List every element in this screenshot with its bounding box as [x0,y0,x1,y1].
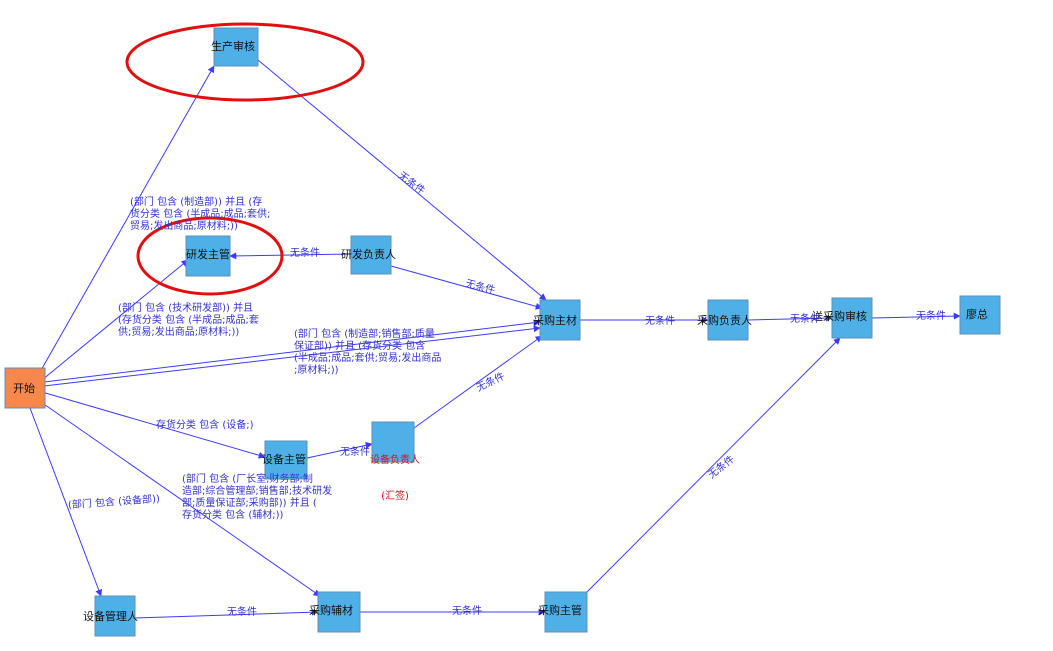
node-rd-supervisor[interactable] [185,235,231,277]
highlight-circle-rd [136,216,284,296]
edge-send-review-to-ledger [871,312,961,320]
condition-label-5: (部门 包含 (厂长室;财务部;制 造部;综合管理部;销售部;技术研发 部;质量… [182,474,333,521]
node-purchase-aux-label: 采购辅材 [309,604,353,617]
edge-start-to-equipment-supervisor [41,391,266,459]
node-equipment-head[interactable] [371,421,415,463]
edge-start-to-purchase-main-cond2 [43,319,541,383]
node-ledger[interactable] [959,295,1001,335]
node-purchase-main[interactable] [539,299,581,341]
node-purchase-aux[interactable] [317,591,361,633]
node-rd-head[interactable] [350,235,392,275]
condition-label-1: (部门 包含 (制造部)) 并且 (存 货分类 包含 (半成品;成品;套供; 贸… [130,197,271,232]
edge-start-to-purchase-main-cond3 [43,325,541,387]
condition-label-3: (部门 包含 (制造部;销售部;质量 保证部)) 并且 (存货分类 包含 (半成… [294,329,442,376]
edge-label-aux-to-supervisor: 无条件 [452,606,482,617]
node-equipment-head-label: 设备负责人 (汇签) [355,431,435,515]
equipment-head-line1: 设备负责人 [370,455,420,466]
node-rd-supervisor-label: 研发主管 [186,248,230,261]
condition-label-2: (部门 包含 (技术研发部)) 并且 (存货分类 包含 (半成品;成品;套 供;… [118,303,259,338]
node-purchase-supervisor[interactable] [544,591,588,633]
node-start[interactable] [4,367,46,409]
node-production-review-label: 生产审核 [211,40,255,53]
edge-label-eqmanager-to-aux: 无条件 [227,607,257,618]
edge-production-to-purchase-main [257,59,547,301]
node-equipment-supervisor-label: 设备主管 [262,453,306,466]
edge-start-to-rd-supervisor [41,259,189,381]
equipment-head-line2: (汇签) [381,491,409,502]
node-purchase-head-label: 采购负责人 [697,314,752,327]
edge-label-review-to-ledger: 无条件 [916,311,946,322]
node-purchase-supervisor-label: 采购主管 [538,604,582,617]
highlight-circle-production [125,22,365,102]
edge-label-head-to-review: 无条件 [790,314,820,325]
node-ledger-label: 廖总 [966,308,988,321]
node-send-review[interactable] [831,297,873,339]
edge-label-purchase-to-head: 无条件 [645,316,675,327]
edge-equipment-manager-to-aux [134,608,319,619]
edge-rd-head-to-purchase-main [390,265,543,310]
node-equipment-supervisor[interactable] [264,440,308,480]
node-equipment-manager[interactable] [94,595,136,637]
condition-label-4: 存货分类 包含 (设备;) [156,420,254,431]
nodes [4,27,1001,637]
edge-label-rd-to-rdhead: 无条件 [290,248,320,259]
edge-start-to-production [39,65,215,373]
node-rd-head-label: 研发负责人 [341,248,396,261]
node-equipment-manager-label: 设备管理人 [83,610,138,623]
edge-label-eqsup-to-eqhead: 无条件 [340,447,370,458]
node-purchase-head[interactable] [707,299,749,341]
node-purchase-main-label: 采购主材 [533,314,577,327]
edge-start-to-purchase-aux [37,399,321,597]
node-send-review-label: 送采购审核 [812,310,867,323]
edge-equipment-head-to-purchase-main [413,335,543,429]
edges [29,59,961,619]
highlights [125,22,365,296]
node-production-review[interactable] [213,27,259,67]
edge-equipment-supervisor-to-head [306,441,373,459]
edge-purchase-supervisor-to-send-review [584,337,841,595]
edge-start-to-equipment-manager [29,407,103,597]
node-start-label: 开始 [13,382,35,395]
edge-rd-head-to-rd-supervisor [229,252,352,260]
edge-head-to-send-review [747,314,833,322]
